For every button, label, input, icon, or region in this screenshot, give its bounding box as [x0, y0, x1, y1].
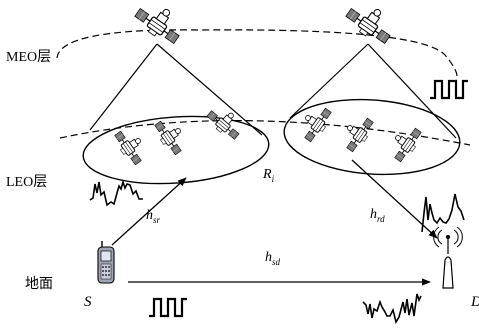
- noisy-signal-icon: [421, 193, 465, 233]
- leo-layer-label: LEO层: [6, 175, 47, 190]
- antenna-icon: [433, 226, 463, 289]
- meo-satellite-left-icon: [131, 0, 189, 49]
- leo-satellite-icon: [111, 124, 151, 168]
- leo-cluster-right: [283, 98, 461, 176]
- link-rd-arrow: [351, 159, 438, 239]
- relay-label: Ri: [262, 167, 275, 184]
- link-sr-label: hsr: [146, 208, 161, 225]
- noisy-signal-icon: [362, 293, 422, 325]
- meo-orbit: [56, 29, 458, 83]
- leo-orbit: [59, 120, 471, 146]
- leo-satellite-icon: [385, 121, 425, 165]
- link-sd-label: hsd: [265, 250, 281, 267]
- link-rd-label: hrd: [370, 207, 385, 224]
- leo-satellite-icon: [151, 114, 191, 158]
- mobile-phone-icon: [97, 241, 115, 284]
- leo-satellite-icon: [337, 111, 377, 155]
- meo-beams: [89, 43, 457, 139]
- noisy-signal-icon: [89, 179, 143, 207]
- destination-label: D: [470, 294, 479, 310]
- meo-layer-label: MEO层: [6, 50, 51, 65]
- square-wave-icon: [147, 297, 189, 318]
- ground-layer-label: 地面: [25, 276, 53, 292]
- square-wave-icon: [428, 79, 470, 100]
- link-sr-arrow: [111, 177, 187, 246]
- source-label: S: [84, 294, 92, 310]
- meo-satellite-right-icon: [342, 0, 400, 49]
